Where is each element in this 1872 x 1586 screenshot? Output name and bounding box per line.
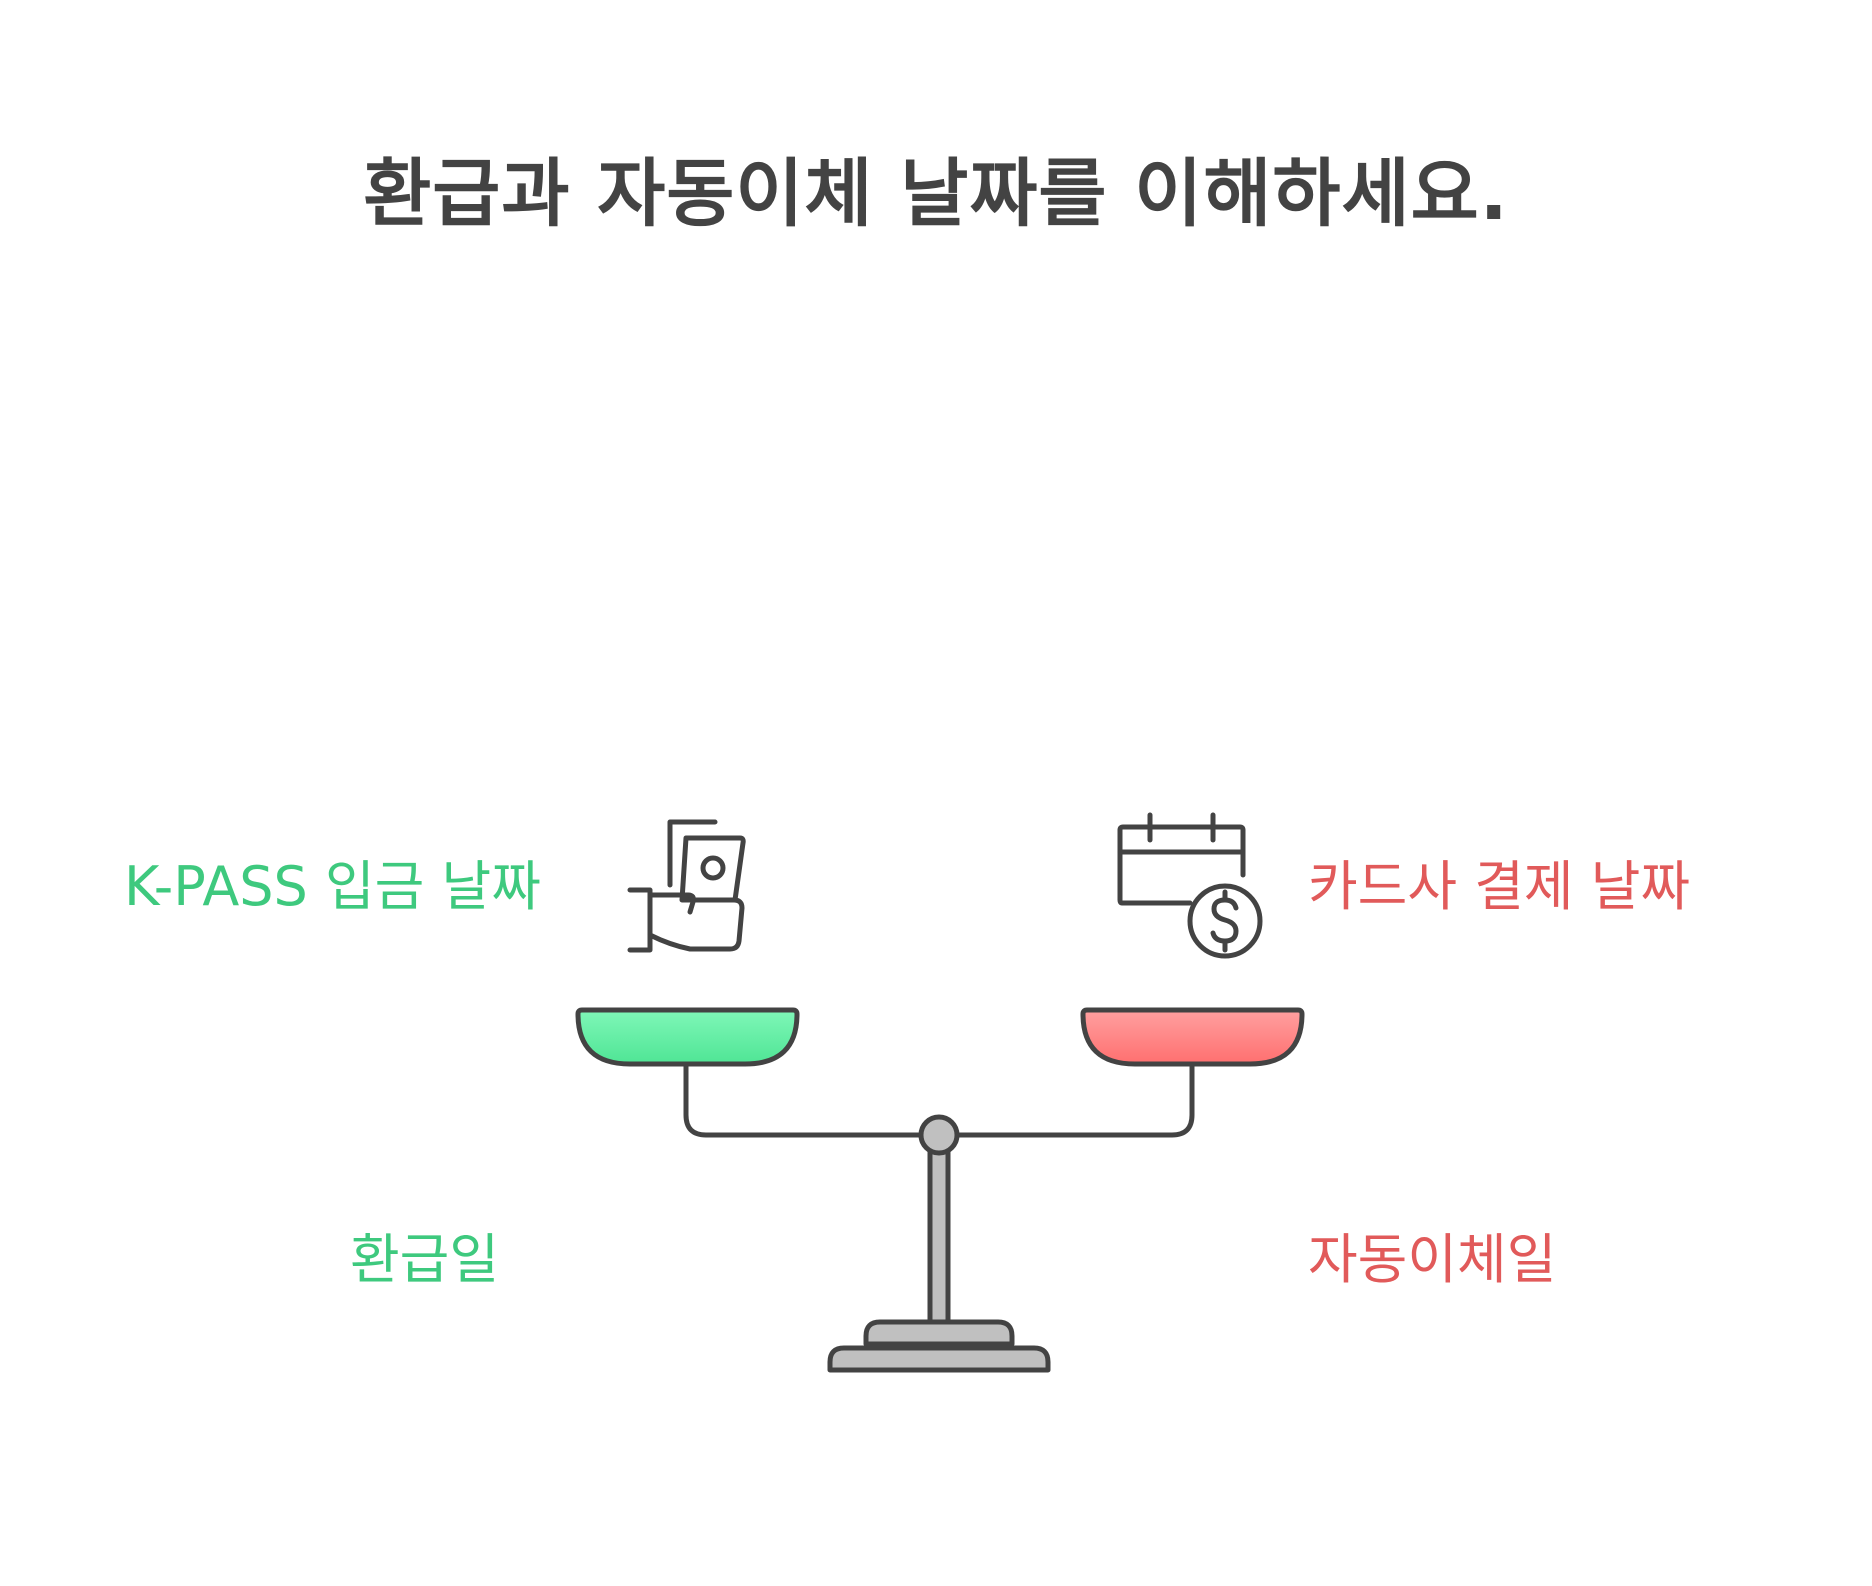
- auto-transfer-day-label: 자동이체일: [1308, 1228, 1557, 1291]
- left-pan: [575, 1007, 800, 1067]
- calendar-dollar-icon: [1117, 812, 1263, 959]
- hand-holding-cash-icon: [627, 819, 746, 953]
- kpass-deposit-date-label: K-PASS 입금 날짜: [124, 855, 541, 918]
- balance-scale-icon: [575, 1007, 1305, 1373]
- card-payment-date-label: 카드사 결제 날짜: [1308, 855, 1691, 918]
- refund-day-label: 환급일: [350, 1228, 500, 1291]
- right-pan: [1080, 1007, 1305, 1067]
- page-title: 환급과 자동이체 날짜를 이해하세요.: [363, 151, 1509, 237]
